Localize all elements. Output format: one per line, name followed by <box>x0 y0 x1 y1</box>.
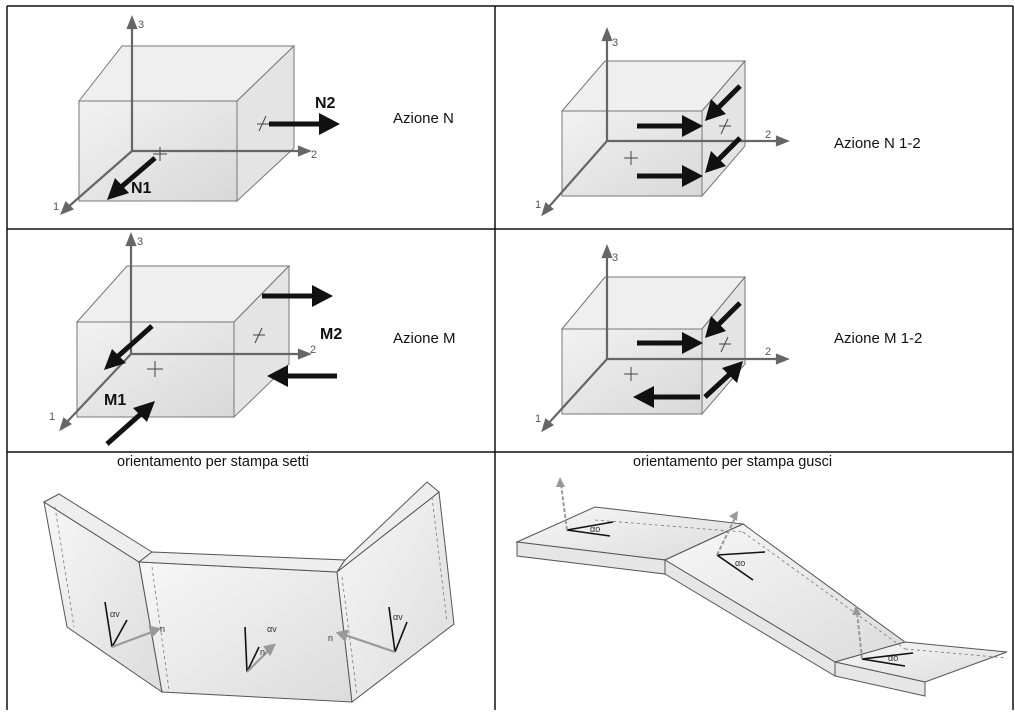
axis-label-1: 1 <box>49 411 55 423</box>
panel-stampa-gusci: orientamento per stampa gusci <box>495 452 1013 710</box>
axis-label-2: 2 <box>765 346 771 358</box>
force-label-n1: N1 <box>131 180 152 197</box>
walls-diagram: n n n αv αv αv <box>43 481 455 703</box>
label-alpha-left: αo <box>590 524 600 534</box>
force-label-m1: M1 <box>104 392 126 409</box>
force-label-n2: N2 <box>315 95 336 112</box>
axis-label-1: 1 <box>535 413 541 425</box>
box-diagram-n: 3 2 1 N2 N1 <box>53 15 340 215</box>
axis-label-2: 2 <box>310 344 316 356</box>
caption-azione-m-1-2: Azione M 1-2 <box>834 330 923 347</box>
label-alpha-right: αv <box>393 612 403 622</box>
label-n-middle: n <box>260 647 265 657</box>
axis-label-3: 3 <box>137 236 143 248</box>
axis-label-1: 1 <box>535 199 541 211</box>
axis-label-3: 3 <box>612 37 618 49</box>
axis-label-3: 3 <box>612 252 618 264</box>
panel-stampa-setti: orientamento per stampa setti <box>7 452 495 710</box>
label-n-right: n <box>328 633 333 643</box>
caption-azione-n: Azione N <box>393 110 454 127</box>
label-alpha-right: αo <box>888 653 898 663</box>
panel-azione-m-1-2: 3 2 1 Azione M 1-2 <box>495 229 1013 452</box>
axis-label-1: 1 <box>53 201 59 213</box>
panel-azione-n: 3 2 1 N2 N1 Azione N <box>7 6 495 229</box>
axis-label-2: 2 <box>765 129 771 141</box>
force-label-m2: M2 <box>320 326 342 343</box>
label-alpha-middle: αo <box>735 558 745 568</box>
box-diagram-n12: 3 2 1 <box>535 27 790 217</box>
caption-azione-m: Azione M <box>393 330 456 347</box>
caption-azione-n-1-2: Azione N 1-2 <box>834 135 921 152</box>
panel-azione-n-1-2: 3 2 1 Azione N 1-2 <box>495 6 1013 229</box>
label-n-left: n <box>160 624 165 634</box>
title-stampa-setti: orientamento per stampa setti <box>117 454 309 470</box>
shells-diagram: αo αo αo <box>515 477 1008 697</box>
panel-azione-m: 3 2 1 M2 M1 Azione M <box>7 229 495 452</box>
label-alpha-middle: αv <box>267 624 277 634</box>
box-diagram-m: 3 2 1 M2 M1 <box>49 232 342 446</box>
axis-label-3: 3 <box>138 19 144 31</box>
box-diagram-m12: 3 2 1 <box>535 244 790 433</box>
label-alpha-left: αv <box>110 609 120 619</box>
title-stampa-gusci: orientamento per stampa gusci <box>633 454 833 470</box>
axis-label-2: 2 <box>311 149 317 161</box>
